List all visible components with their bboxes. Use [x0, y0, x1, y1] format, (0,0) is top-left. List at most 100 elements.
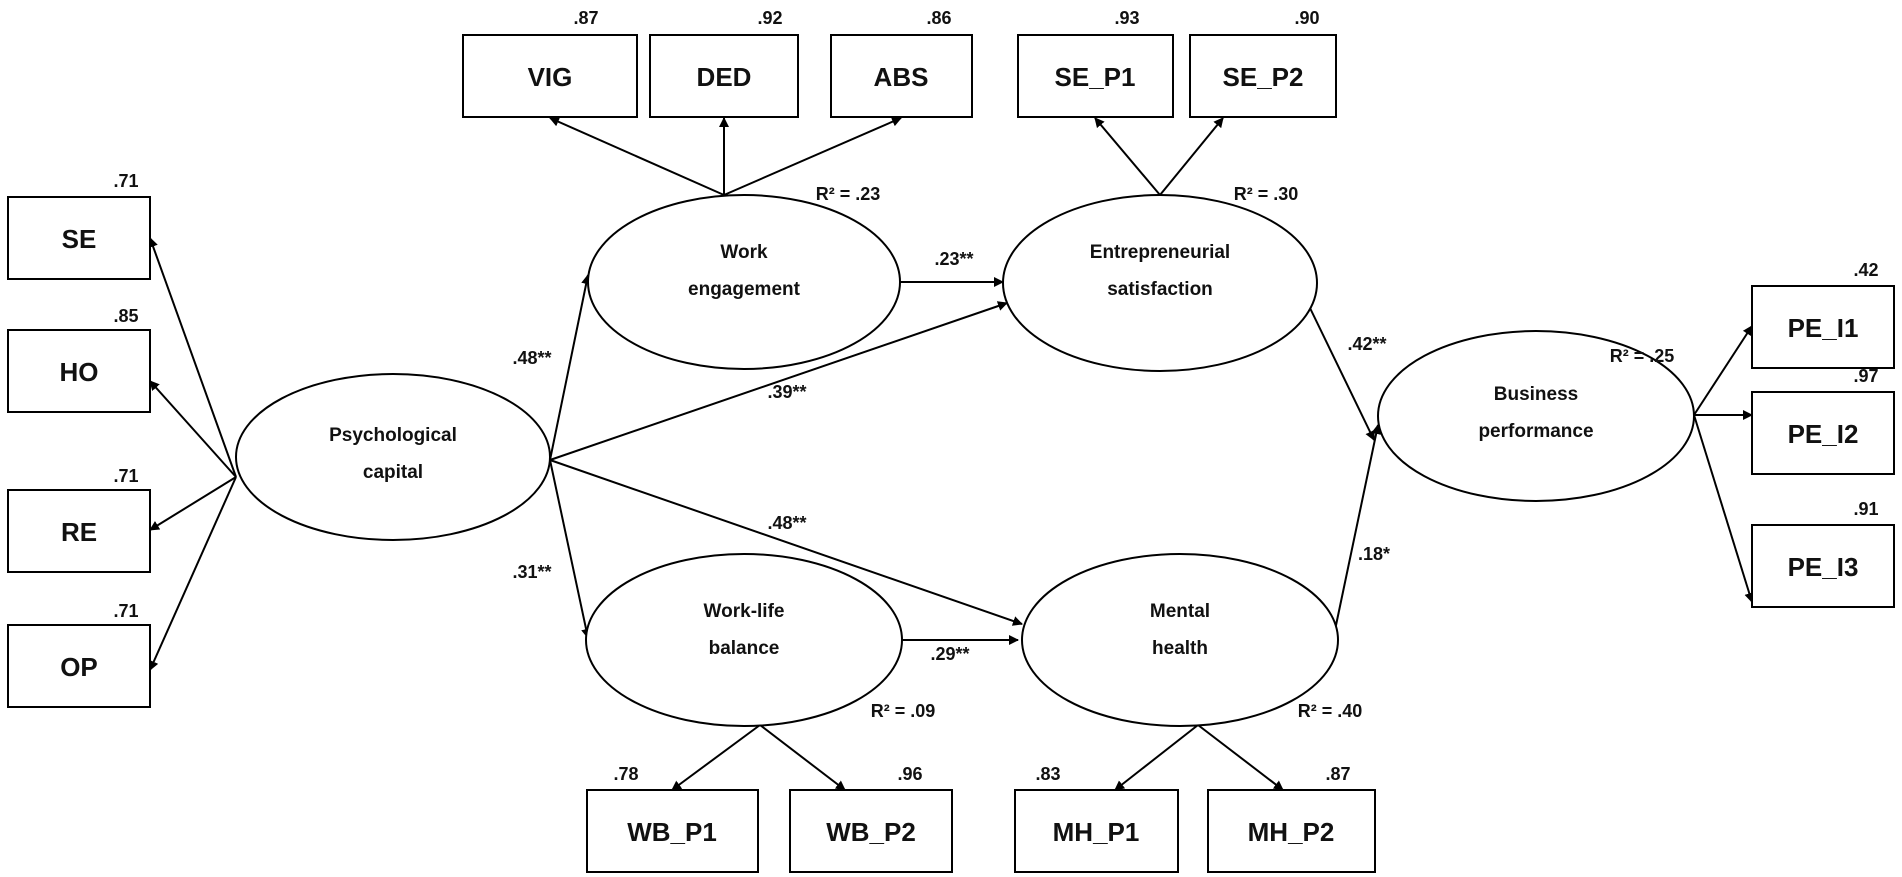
indicator-label: ABS — [874, 62, 929, 92]
loading-label: .92 — [757, 8, 782, 28]
indicator-label: PE_I1 — [1788, 313, 1859, 343]
indicator-ded: DED .92 — [649, 8, 799, 118]
indicator-label: DED — [697, 62, 752, 92]
indicator-pe-i3: PE_I3 .91 — [1751, 499, 1895, 608]
edge-es-to-se-p2 — [1159, 117, 1224, 196]
indicator-se-p2: SE_P2 .90 — [1189, 8, 1337, 118]
edge-we-to-vig — [549, 117, 725, 196]
loading-label: .42 — [1853, 260, 1878, 280]
edge-we-to-abs — [723, 117, 902, 196]
path-coef-psycap-es: .39** — [767, 382, 806, 402]
edge-wlb-to-wb-p2 — [759, 724, 846, 791]
loading-label: .90 — [1294, 8, 1319, 28]
construct-label: capital — [363, 462, 423, 483]
construct-entrepreneurial-satisfaction: Entrepreneurial satisfaction R² = .30 — [1002, 184, 1318, 372]
construct-psychological-capital: Psychological capital — [235, 373, 551, 541]
path-coef-we-es: .23** — [934, 249, 973, 269]
indicator-label: MH_P2 — [1248, 817, 1335, 847]
edge-es-to-se-p1 — [1094, 117, 1161, 196]
construct-work-engagement: Work engagement R² = .23 — [587, 184, 901, 370]
edge-psycap-to-re — [149, 476, 237, 531]
indicator-label: WB_P2 — [826, 817, 916, 847]
construct-label: Mental — [1150, 601, 1210, 622]
indicator-pe-i1: PE_I1 .42 — [1751, 260, 1895, 369]
edge-psycap-to-we — [549, 274, 592, 461]
indicator-label: SE — [62, 224, 97, 254]
r-squared-label: R² = .30 — [1234, 184, 1299, 204]
path-coef-mh-bp: .18* — [1358, 544, 1390, 564]
indicator-label: PE_I3 — [1788, 552, 1859, 582]
construct-label: Psychological — [329, 425, 457, 446]
edges — [148, 117, 1755, 791]
construct-label: satisfaction — [1107, 279, 1213, 300]
edge-mh-to-mh-p1 — [1114, 724, 1199, 791]
construct-label: performance — [1478, 421, 1593, 442]
loading-label: .71 — [113, 171, 138, 191]
indicator-mh-p1: MH_P1 .83 — [1014, 764, 1179, 873]
path-coef-psycap-mh: .48** — [767, 513, 806, 533]
indicator-re: RE .71 — [7, 466, 151, 573]
indicator-wb-p1: WB_P1 .78 — [586, 764, 759, 873]
indicator-se: SE .71 — [7, 171, 151, 280]
path-coef-es-bp: .42** — [1347, 334, 1386, 354]
construct-label: Work — [720, 242, 768, 263]
r-squared-label: R² = .23 — [816, 184, 881, 204]
edge-bp-to-pe-i3 — [1693, 414, 1755, 603]
indicator-wb-p2: WB_P2 .96 — [789, 764, 953, 873]
indicator-label: HO — [60, 357, 99, 387]
path-coef-wlb-mh: .29** — [930, 644, 969, 664]
indicator-label: VIG — [528, 62, 573, 92]
loading-label: .93 — [1114, 8, 1139, 28]
indicator-abs: ABS .86 — [830, 8, 973, 118]
indicator-label: SE_P2 — [1223, 62, 1304, 92]
loading-label: .78 — [613, 764, 638, 784]
construct-label: Entrepreneurial — [1090, 242, 1230, 263]
edge-psycap-to-mh — [549, 459, 1023, 626]
edge-mh-to-mh-p2 — [1197, 724, 1284, 791]
loading-label: .86 — [926, 8, 951, 28]
loading-label: .85 — [113, 306, 138, 326]
indicator-label: OP — [60, 652, 98, 682]
construct-label: Work-life — [704, 601, 785, 622]
edge-psycap-to-wlb — [549, 459, 592, 639]
path-coefficients: .48** .39** .48** .31** .23** .29** .42*… — [512, 249, 1390, 664]
loading-label: .87 — [573, 8, 598, 28]
r-squared-label: R² = .40 — [1298, 701, 1363, 721]
edge-psycap-to-se — [148, 237, 237, 478]
loading-label: .71 — [113, 601, 138, 621]
edge-psycap-to-es — [549, 301, 1008, 461]
path-coef-psycap-wlb: .31** — [512, 562, 551, 582]
indicator-label: SE_P1 — [1055, 62, 1136, 92]
construct-mental-health: Mental health R² = .40 — [1021, 553, 1363, 727]
edge-psycap-to-ho — [149, 380, 237, 478]
loading-label: .91 — [1853, 499, 1878, 519]
edge-wlb-to-wb-p1 — [671, 724, 761, 791]
indicator-label: MH_P1 — [1053, 817, 1140, 847]
indicator-op: OP .71 — [7, 601, 151, 708]
indicator-mh-p2: MH_P2 .87 — [1207, 764, 1376, 873]
loading-label: .87 — [1325, 764, 1350, 784]
r-squared-label: R² = .09 — [871, 701, 936, 721]
edge-bp-to-pe-i1 — [1693, 325, 1753, 416]
indicator-se-p1: SE_P1 .93 — [1017, 8, 1174, 118]
construct-work-life-balance: Work-life balance R² = .09 — [585, 553, 936, 727]
indicator-label: WB_P1 — [627, 817, 717, 847]
edge-mh-to-bp — [1334, 424, 1382, 631]
path-coef-psycap-we: .48** — [512, 348, 551, 368]
loading-label: .83 — [1035, 764, 1060, 784]
construct-label: engagement — [688, 279, 801, 300]
construct-business-performance: Business performance R² = .25 — [1377, 330, 1695, 502]
construct-label: balance — [709, 638, 780, 659]
loading-label: .97 — [1853, 366, 1878, 386]
indicator-label: RE — [61, 517, 97, 547]
edge-psycap-to-op — [149, 476, 237, 671]
construct-label: health — [1152, 638, 1208, 659]
loading-label: .96 — [897, 764, 922, 784]
loading-label: .71 — [113, 466, 138, 486]
indicator-pe-i2: PE_I2 .97 — [1751, 366, 1895, 475]
indicator-vig: VIG .87 — [462, 8, 638, 118]
r-squared-label: R² = .25 — [1610, 346, 1675, 366]
edge-es-to-bp — [1309, 307, 1375, 441]
indicator-ho: HO .85 — [7, 306, 151, 413]
